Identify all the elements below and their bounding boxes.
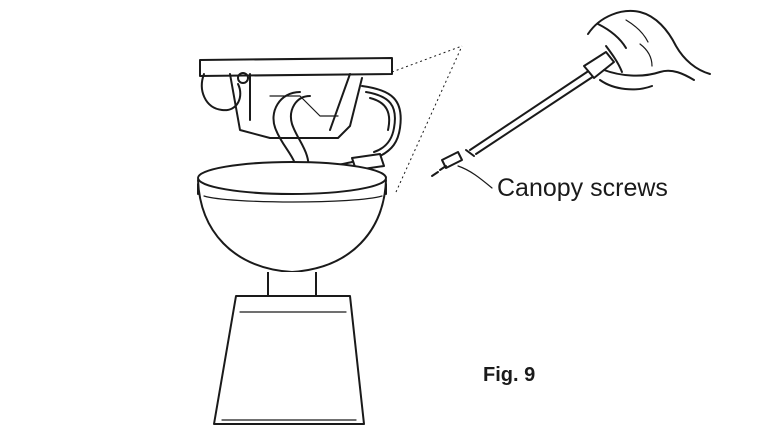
projection-lines bbox=[391, 45, 463, 193]
motor-housing bbox=[213, 295, 365, 425]
mounting-bracket bbox=[199, 57, 393, 139]
motor-neck bbox=[267, 272, 317, 297]
figure-caption: Fig. 9 bbox=[483, 364, 536, 386]
wire-bundle bbox=[299, 85, 402, 176]
callout-canopy-screws: Canopy screws bbox=[497, 174, 668, 202]
canopy-bowl bbox=[197, 161, 387, 273]
hand bbox=[587, 10, 711, 91]
canopy-screw bbox=[431, 151, 463, 177]
screwdriver bbox=[465, 51, 615, 157]
callout-leader-line bbox=[457, 165, 493, 189]
